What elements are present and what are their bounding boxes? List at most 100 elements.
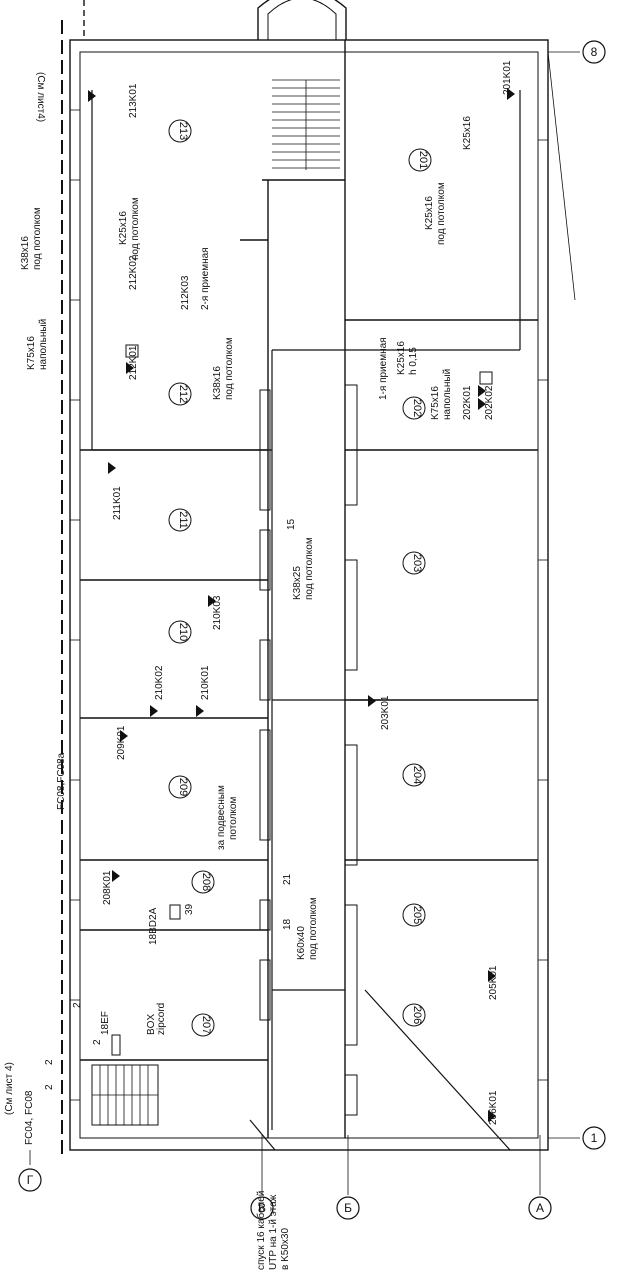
outlet-211: 211K01 (112, 486, 123, 520)
axis-marker-1 (582, 1126, 606, 1150)
axis-marker-b (336, 1196, 360, 1220)
duct-corridor-k38x25: K38x25 (292, 566, 303, 600)
duct-207-k60: K60x40 (296, 926, 307, 960)
mark-15: 15 (286, 518, 297, 530)
equipment-bd2a: 18BD2A (148, 907, 159, 945)
stair-tower-inner (267, 0, 337, 40)
duct-212-k38: K38x16 (212, 366, 223, 400)
axis-marker-8 (582, 40, 606, 64)
room-number-204: 204 (411, 766, 423, 784)
room-212-name: 2-я приемная (200, 247, 211, 310)
axis-label-1: 1 (591, 1131, 598, 1145)
room-circle-201 (408, 148, 432, 172)
stair-tower-wall (257, 0, 347, 40)
outlet-212-1: 212K01 (128, 345, 139, 380)
mark-21: 21 (282, 873, 293, 885)
mark-2-a: 2 (72, 1002, 83, 1008)
windows-right (538, 139, 548, 1081)
outlet-box-202 (479, 371, 493, 385)
duct-213-k25: K25x16 (118, 211, 129, 245)
axis-leaders (29, 51, 580, 1195)
outlet-202-2: 202K02 (484, 385, 495, 420)
room-number-205: 205 (411, 906, 423, 924)
room-number-208: 208 (200, 873, 212, 891)
room-circle-211 (168, 508, 192, 532)
axis-label-v: В (258, 1201, 266, 1215)
duct-212-note: под потолком (224, 337, 235, 400)
duct-left-note: под потолком (32, 207, 43, 270)
duct-202-h: h 0,15 (408, 347, 419, 375)
cable-note-3: в K50x30 (280, 1228, 291, 1270)
room-number-202: 202 (411, 399, 423, 417)
room-circle-209 (168, 775, 192, 799)
room-number-210: 210 (177, 623, 189, 641)
room-number-209: 209 (177, 778, 189, 796)
duct-left-k75: K75x16 (26, 336, 37, 370)
axis-label-g: Г (27, 1173, 34, 1187)
room-circle-212 (168, 382, 192, 406)
room-circle-205 (402, 903, 426, 927)
room-circle-203 (402, 551, 426, 575)
outlet-202-1: 202K01 (462, 385, 473, 420)
outlet-210-3: 210K03 (212, 595, 223, 630)
exterior-wall-outer (69, 39, 549, 1151)
room-circle-202 (402, 396, 426, 420)
room-209-note-2: потолком (228, 797, 239, 840)
top-stair-treads (272, 79, 340, 170)
room-circle-208 (191, 870, 215, 894)
duct-201-b: K25x16 (424, 196, 435, 230)
outlet-208: 208K01 (102, 870, 113, 905)
room-209-note-1: за подвесным (216, 785, 227, 850)
outlet-209: 209K01 (116, 725, 127, 760)
equipment-box-207 (111, 1034, 121, 1056)
equipment-zipcord: zipcord (156, 1003, 167, 1035)
duct-202-k75: K75x16 (430, 386, 441, 420)
mark-2-b: 2 (44, 1059, 55, 1065)
duct-202-k25: K25x16 (396, 341, 407, 375)
outlet-212-3: 212K03 (180, 275, 191, 310)
axis-marker-a (528, 1196, 552, 1220)
room-202-name: 1-я приемная (378, 337, 389, 400)
room-number-207: 207 (200, 1016, 212, 1034)
duct-left-floor: напольный (38, 319, 49, 370)
outlet-213: 213K01 (128, 83, 139, 118)
room-circle-204 (402, 763, 426, 787)
duct-201-note: под потолком (436, 182, 447, 245)
room-circle-213 (168, 119, 192, 143)
duct-207-note: под потолком (308, 897, 319, 960)
equipment-box-label: BOX (146, 1014, 157, 1035)
room-number-211: 211 (177, 511, 189, 529)
cable-trunks (91, 90, 521, 1151)
room-circle-210 (168, 620, 192, 644)
outlet-210-1: 210K01 (200, 665, 211, 700)
outlet-markers (88, 88, 515, 1122)
duct-left-k38: K38x16 (20, 236, 31, 270)
duct-201-a: K25x16 (462, 116, 473, 150)
duct-202-floor: напольный (442, 369, 453, 420)
cable-note-2: UTP на 1-й этаж (268, 1194, 279, 1270)
mark-2-c: 2 (44, 1084, 55, 1090)
corridor-columns (259, 384, 358, 1116)
room-number-201: 201 (417, 151, 429, 169)
axis-label-8: 8 (591, 45, 598, 59)
axis-marker-v (250, 1196, 274, 1220)
duct-213-note: под потолком (130, 197, 141, 260)
equipment-39: 39 (184, 903, 195, 915)
room-circle-206 (402, 1003, 426, 1027)
room-number-203: 203 (411, 554, 423, 572)
outlet-203: 203K01 (380, 695, 391, 730)
room-number-213: 213 (177, 122, 189, 140)
equipment-ef: 18EF (100, 1011, 111, 1035)
outlet-210-2: 210K02 (154, 665, 165, 700)
outlet-206: 206K01 (488, 1090, 499, 1125)
fc-ref-mid: FC08,FC08a (56, 752, 67, 810)
outlet-box-212 (125, 344, 139, 358)
cable-note-1: спуск 16 кабелей (255, 1191, 267, 1270)
mark-2-d: 2 (92, 1039, 103, 1045)
windows-left (70, 109, 80, 1101)
fc-ref-left: FC04, FC08 (24, 1090, 35, 1145)
duct-corridor-note: под потолком (304, 537, 315, 600)
room-number-206: 206 (411, 1006, 423, 1024)
mark-18: 18 (282, 918, 293, 930)
